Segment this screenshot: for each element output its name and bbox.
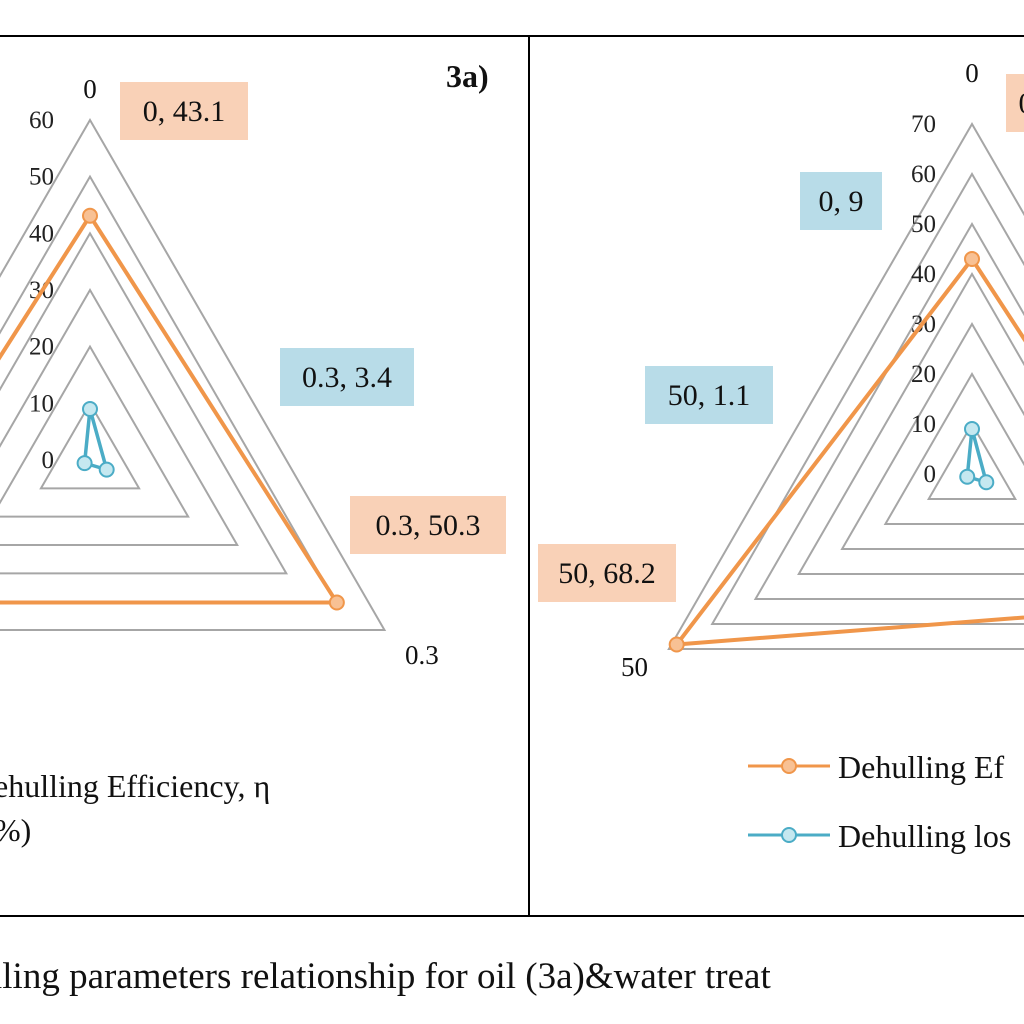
r-tick-label: 20 <box>29 334 54 361</box>
r-tick-label: 10 <box>911 411 936 438</box>
grid-ring <box>797 271 1024 575</box>
legend-marker-efficiency <box>781 758 797 774</box>
data-point <box>76 455 93 472</box>
series-line <box>965 427 989 484</box>
grid-ring <box>926 421 1018 500</box>
data-point <box>98 461 115 478</box>
grid-ring <box>0 231 289 575</box>
r-tick-label: 50 <box>911 211 936 238</box>
data-point <box>668 636 685 653</box>
r-tick-label: 20 <box>911 361 936 388</box>
category-labels: 0 50 <box>621 58 979 682</box>
panel-frame-left <box>0 35 530 917</box>
legend-entry-efficiency: ehulling Efficiency, η <box>0 768 270 804</box>
legend: ehulling Efficiency, η %) <box>0 768 270 848</box>
data-label: 50, 1.1 <box>668 379 751 412</box>
data-label: 0.3, 3.4 <box>302 361 392 394</box>
legend-label-loss: Dehulling los <box>838 818 1011 854</box>
series-layer <box>668 251 1024 653</box>
r-tick-label: 40 <box>911 261 936 288</box>
figure-caption: lling parameters relationship for oil (3… <box>0 956 771 997</box>
r-tick-label: 0 <box>924 461 937 488</box>
category-label: 0 <box>965 58 979 88</box>
data-point <box>978 474 995 491</box>
grid-ring <box>0 118 387 631</box>
data-point <box>82 401 98 417</box>
grid-ring <box>0 288 239 546</box>
data-label: 0, 9 <box>819 185 864 218</box>
legend: Dehulling Ef Dehulling los <box>748 749 1011 854</box>
series-layer <box>0 207 345 611</box>
category-labels: 00.3 <box>83 74 439 670</box>
data-labels: 0, 43.1 0.3, 50.3 0.3, 3.4 <box>120 82 506 554</box>
data-label: 50, 68.2 <box>558 557 656 590</box>
series-line <box>0 213 339 605</box>
r-tick-label: 40 <box>29 220 54 247</box>
data-label-box <box>800 172 882 230</box>
data-label-box <box>538 544 676 602</box>
category-label: 0.3 <box>405 640 439 670</box>
data-point <box>964 251 980 267</box>
data-point <box>964 421 980 437</box>
grid-ring <box>840 321 1024 550</box>
data-label-box <box>645 366 773 424</box>
data-label-box <box>350 496 506 554</box>
data-label-box <box>1006 74 1024 132</box>
legend-entry-unit: %) <box>0 812 31 848</box>
grid-ring <box>710 171 1024 625</box>
legend-marker-loss <box>781 827 797 843</box>
data-point <box>82 207 98 224</box>
radar-grid <box>667 121 1024 650</box>
r-tick-label: 60 <box>911 161 936 188</box>
grid-ring <box>883 371 1024 525</box>
r-tick-label: 10 <box>29 390 54 417</box>
data-label-box <box>280 348 414 406</box>
category-label: 0 <box>83 74 97 104</box>
data-labels: 0 0, 9 50, 1.1 50, 68.2 <box>538 74 1024 602</box>
data-label-box <box>120 82 248 140</box>
series-line <box>674 257 1024 647</box>
data-point <box>959 468 976 485</box>
grid-ring <box>667 121 1024 650</box>
r-tick-label: 70 <box>911 111 936 138</box>
r-tick-label: 0 <box>42 447 55 474</box>
data-label: 0.3, 50.3 <box>376 509 481 542</box>
grid-ring <box>39 401 141 490</box>
panel-label: 3a) <box>446 58 489 94</box>
r-tick-label: 50 <box>29 164 54 191</box>
series-line <box>82 407 109 472</box>
category-label: 50 <box>621 652 648 682</box>
data-label: 0 <box>1019 87 1024 120</box>
grid-ring <box>0 344 190 518</box>
data-label: 0, 43.1 <box>143 95 226 128</box>
data-point <box>328 594 345 611</box>
grid-ring <box>753 221 1024 600</box>
r-tick-label: 60 <box>29 107 54 134</box>
legend-label-efficiency: Dehulling Ef <box>838 749 1005 785</box>
